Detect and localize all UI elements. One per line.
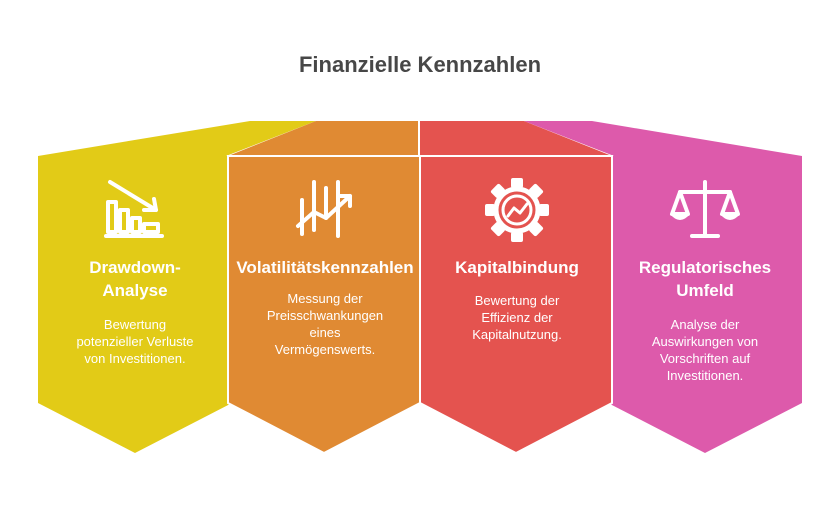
chart-decline-icon (104, 180, 164, 238)
card-description: Messung der Preisschwankungen eines Verm… (266, 291, 384, 357)
panel-drawdown (38, 156, 232, 453)
gear-chart-icon (485, 178, 549, 242)
panel-volatility (227, 155, 421, 455)
card-regulatorisches-umfeld: Regulatorisches Umfeld Analyse der Auswi… (608, 0, 802, 516)
card-label: Volatilitätskennzahlen (236, 258, 414, 277)
card-drawdown-analyse: Drawdown- Analyse Bewertung potenzieller… (38, 0, 232, 516)
panel-regulatory (608, 156, 802, 453)
card-label: Drawdown- Analyse (89, 258, 181, 300)
card-label: Regulatorisches Umfeld (638, 258, 772, 300)
roof-orange (228, 121, 418, 156)
card-description: Analyse der Auswirkungen von Vorschrifte… (651, 317, 759, 383)
card-description: Bewertung der Effizienz der Kapitalnutzu… (472, 293, 562, 342)
card-volatilitaetskennzahlen: Volatilitätskennzahlen Messung der Preis… (228, 0, 422, 516)
card-label: Kapitalbindung (455, 258, 579, 277)
scale-icon (670, 180, 740, 238)
roof-pink (524, 121, 802, 156)
card-description: Bewertung potenzieller Verluste von Inve… (76, 317, 194, 366)
roof-red (420, 121, 612, 156)
panel-capital (419, 155, 613, 455)
card-kapitalbindung: Kapitalbindung Bewertung der Effizienz d… (420, 0, 614, 516)
page-title: Finanzielle Kennzahlen (298, 52, 542, 77)
volatility-chart-icon (296, 180, 352, 238)
roof-yellow (38, 121, 316, 156)
